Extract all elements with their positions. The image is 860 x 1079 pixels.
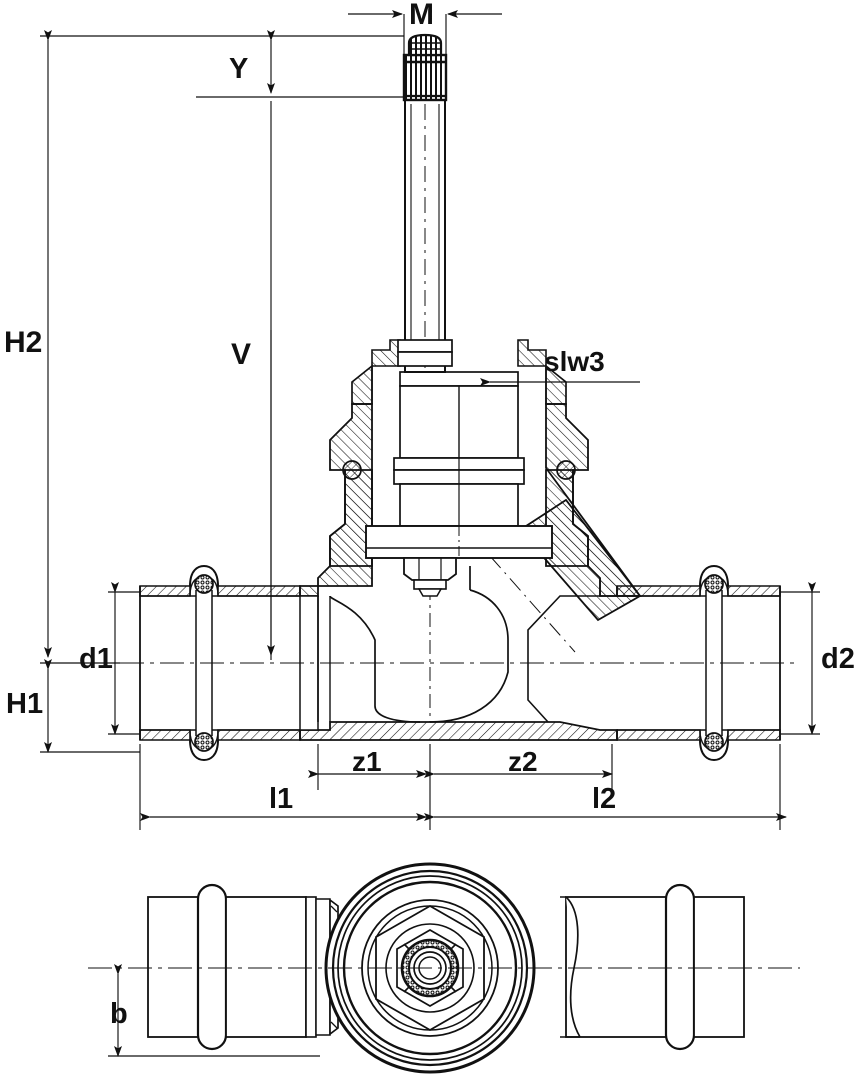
elevation-view bbox=[139, 33, 781, 762]
dimension-label-H2: H2 bbox=[4, 326, 43, 359]
valve-stem bbox=[397, 33, 453, 373]
plan-view bbox=[88, 862, 800, 1074]
bonnet-assembly bbox=[329, 339, 589, 597]
dimension-label-Y: Y bbox=[229, 53, 249, 85]
dimension-label-M: M bbox=[409, 0, 434, 31]
dimension-label-b: b bbox=[110, 998, 128, 1030]
dimension-label-H1: H1 bbox=[6, 688, 44, 720]
dimension-label-d1: d1 bbox=[79, 643, 113, 675]
dimension-label-l2: l2 bbox=[592, 783, 617, 815]
dimension-b bbox=[108, 964, 320, 1057]
dimension-lines bbox=[40, 10, 820, 830]
dimension-label-z1: z1 bbox=[352, 746, 382, 777]
plan-inlet-pipe bbox=[147, 883, 339, 1051]
dimension-label-l1: l1 bbox=[269, 783, 294, 815]
stem-cap bbox=[402, 33, 448, 102]
dimension-label-V: V bbox=[231, 338, 252, 371]
dimension-label-slw3: slw3 bbox=[544, 346, 605, 377]
plan-outlet-pipe bbox=[560, 883, 745, 1051]
dimension-label-z2: z2 bbox=[508, 746, 538, 777]
dimension-label-d2: d2 bbox=[821, 643, 855, 675]
